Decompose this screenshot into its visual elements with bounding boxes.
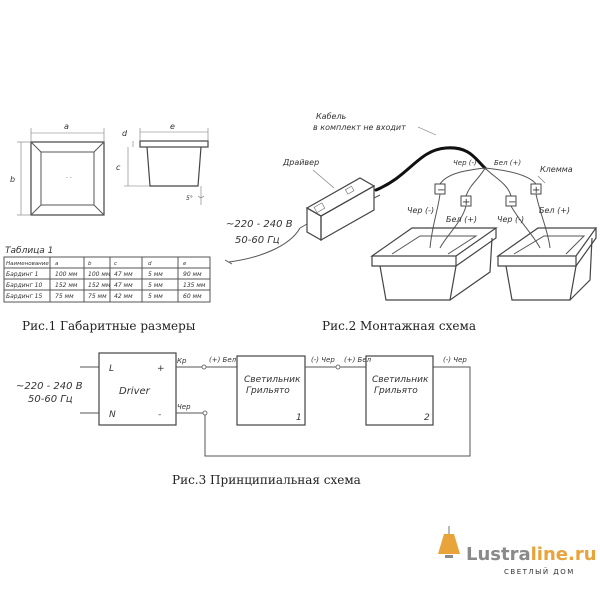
return-wire [176, 366, 471, 457]
table-cell: 152 мм [88, 282, 111, 289]
brand-logo: Lustraline.ru СВЕТЛЫЙ ДОМ [438, 526, 597, 576]
schematic-mains-frequency: 50-60 Гц [28, 394, 73, 405]
fig3-schematic: ~220 - 240 В 50-60 Гц L N + - Driver Кр … [16, 352, 471, 487]
driver-pin-l: L [109, 364, 114, 374]
driver-unit [299, 177, 381, 242]
table-cell: Бардинг 10 [6, 282, 42, 289]
table-cell: 42 мм [114, 293, 133, 300]
lamp1-plus-label: (+) Бел [209, 356, 237, 364]
table-cell: Бардинг 1 [6, 271, 38, 278]
dim-a-label: a [64, 122, 69, 131]
brand-tagline: СВЕТЛЫЙ ДОМ [504, 567, 575, 576]
power-cable [374, 146, 487, 192]
table-cell: 75 мм [88, 293, 107, 300]
dim-c-label: c [116, 163, 121, 172]
wire-kr-label: Кр [177, 357, 187, 365]
lamp-2-drawing [496, 227, 598, 301]
fig2-mounting: Кабель в комплект не входит Драйвер ~220… [224, 112, 598, 333]
terminal-label: Клемма [540, 165, 573, 174]
lamp1-number: 1 [296, 413, 302, 423]
lamp1-model: Грильято [246, 386, 290, 396]
schematic-driver-box [98, 352, 177, 426]
driver-pin-minus: - [158, 410, 161, 420]
lamp2-minus-label: (-) Чер [443, 356, 467, 364]
table-header-cell: a [55, 261, 59, 267]
cable-label: Кабель [316, 112, 347, 121]
table-header-cell: c [114, 261, 117, 267]
dim-b-label: b [10, 175, 15, 184]
lamp2-white-label: Бел (+) [539, 206, 570, 215]
lamp-icon [438, 526, 460, 558]
mains-frequency: 50-60 Гц [235, 235, 280, 246]
table-cell: 5 мм [148, 282, 163, 289]
mains-wire [228, 227, 301, 263]
wire-cher-label: Чер [177, 403, 191, 411]
table-cell: 75 мм [55, 293, 74, 300]
lamp1-white-label: Бел (+) [446, 215, 477, 224]
brand-name-dark: Lustra [466, 544, 531, 565]
side-view-flange [139, 140, 209, 148]
lamp2-black-label: Чер (-) [497, 215, 524, 224]
svg-text:+: + [532, 185, 540, 196]
cable-black-minus-label: Чер (-) [453, 159, 477, 167]
cable-white-plus-label: Бел (+) [494, 159, 521, 167]
table-header-cell: Наименование [6, 261, 49, 267]
lamp-1-drawing [370, 227, 498, 301]
brand-name-accent: line.ru [531, 544, 597, 565]
table-cell: 90 мм [183, 271, 202, 278]
table-cell: 5 мм [148, 293, 163, 300]
table-header-cell: e [183, 261, 187, 267]
table-cell: 100 мм [88, 271, 111, 278]
table-cell: Бардинг 15 [6, 293, 42, 300]
lamp2-number: 2 [424, 413, 430, 423]
top-view-inner [40, 151, 95, 206]
side-view-body [146, 146, 202, 187]
lamp2-plus-label: (+) Бел [344, 356, 372, 364]
table-cell: 47 мм [114, 282, 133, 289]
mains-voltage: ~220 - 240 В [226, 219, 293, 230]
svg-text:· ·: · · [66, 175, 72, 182]
lamp1-name: Светильник [244, 375, 301, 385]
table-title: Таблица 1 [5, 246, 53, 256]
schematic-lamp-2 [365, 355, 434, 426]
cable-note: в комплект не входит [313, 123, 406, 132]
fig3-caption: Рис.3 Принципиальная схема [172, 473, 361, 487]
table-cell: 60 мм [183, 293, 202, 300]
fig1-dimensions: · · a b e d c 5° Таблица 1 [3, 122, 211, 333]
fig1-caption: Рис.1 Габаритные размеры [22, 319, 196, 333]
driver-pin-n: N [109, 410, 116, 420]
table-cell: 47 мм [114, 271, 133, 278]
table-header-cell: d [148, 261, 152, 267]
driver-name: Driver [119, 386, 151, 397]
svg-text:Lustraline.ru: Lustraline.ru [466, 544, 597, 565]
lamp2-name: Светильник [372, 375, 429, 385]
schematic-mains-voltage: ~220 - 240 В [16, 381, 83, 392]
lamp1-minus-label: (-) Чер [311, 356, 335, 364]
driver-pin-plus: + [157, 364, 165, 374]
table-header-cell: b [88, 261, 92, 267]
dim-e-label: e [170, 122, 175, 131]
driver-label: Драйвер [282, 158, 319, 167]
table-cell: 135 мм [183, 282, 206, 289]
table-cell: 100 мм [55, 271, 78, 278]
dim-d-label: d [122, 129, 128, 138]
schematic-lamp-1 [236, 355, 306, 426]
svg-text:+: + [462, 197, 470, 208]
svg-text:−: − [508, 197, 516, 208]
lamp2-model: Грильято [374, 386, 418, 396]
table-cell: 5 мм [148, 271, 163, 278]
svg-text:−: − [437, 185, 445, 196]
lamp1-black-label: Чер (-) [407, 206, 434, 215]
top-view-outer [30, 141, 105, 216]
table-cell: 152 мм [55, 282, 78, 289]
fig2-caption: Рис.2 Монтажная схема [322, 319, 476, 333]
angle-label: 5° [186, 195, 193, 202]
